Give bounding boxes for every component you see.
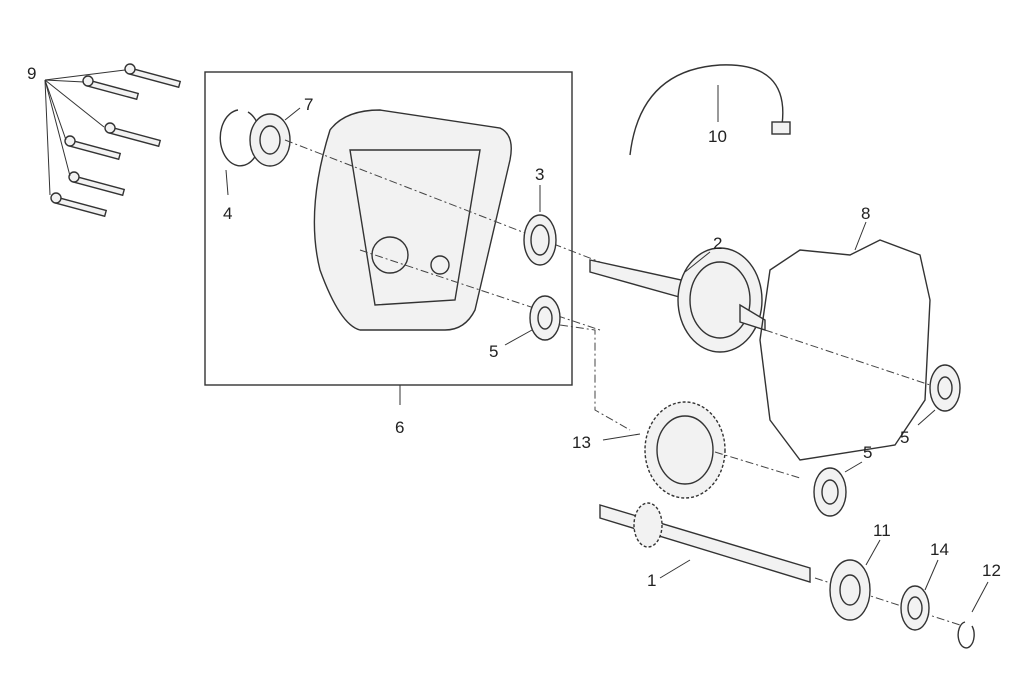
callout-1: 1 <box>647 571 656 590</box>
bearing-top <box>249 107 301 167</box>
callout-9: 9 <box>27 64 36 83</box>
bearing-right <box>929 364 961 412</box>
callout-5-lower: 5 <box>863 443 872 462</box>
breather-hose <box>629 64 784 156</box>
callout-12: 12 <box>982 561 1001 580</box>
callout-14: 14 <box>930 540 949 559</box>
driven-shaft <box>589 247 766 353</box>
callout-2: 2 <box>713 234 722 253</box>
circlip-output <box>957 621 975 649</box>
wheel-axle <box>599 502 961 626</box>
bearing-lower <box>813 467 847 517</box>
bolts <box>44 63 182 218</box>
transmission-cover <box>313 109 512 331</box>
oil-seal-output <box>900 585 930 631</box>
gasket <box>759 239 931 461</box>
callout-4: 4 <box>223 204 232 223</box>
callout-3: 3 <box>535 165 544 184</box>
callout-8: 8 <box>861 204 870 223</box>
callout-11: 11 <box>873 521 891 540</box>
callout-5-right: 5 <box>900 428 909 447</box>
callout-5-inner: 5 <box>489 342 498 361</box>
bearing-output <box>829 559 871 621</box>
bearing-inner <box>529 295 561 341</box>
oil-seal <box>523 214 557 266</box>
intermediate-gear <box>602 401 801 499</box>
cover-assembly-box <box>204 71 573 386</box>
callout-6: 6 <box>395 418 404 437</box>
callout-10: 10 <box>708 127 727 146</box>
callout-13: 13 <box>572 433 591 452</box>
callout-7: 7 <box>304 95 313 114</box>
